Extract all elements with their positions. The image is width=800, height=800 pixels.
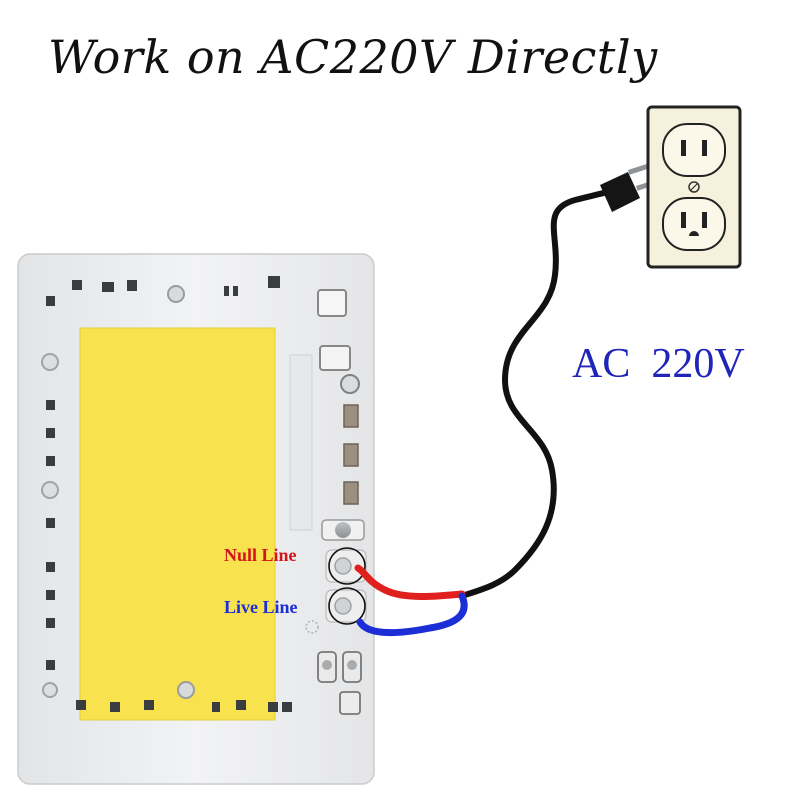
live-line-label: Live Line [224, 597, 298, 617]
live-wire [356, 592, 468, 637]
capacitor-group [317, 651, 362, 715]
driver-resistors [343, 404, 359, 505]
left-chip-column [46, 296, 55, 670]
top-chip-row [72, 276, 280, 296]
null-line-label: Null Line [224, 545, 297, 565]
null-wire [354, 564, 466, 600]
ac-voltage-label: AC 220V [572, 341, 745, 387]
power-cord [459, 187, 617, 599]
wall-outlet-icon [646, 105, 742, 269]
led-panel [79, 327, 276, 721]
null-terminal-marker [328, 547, 366, 585]
live-terminal-marker [328, 587, 366, 625]
bottom-chip-row [76, 700, 292, 712]
led-chip-board-icon [17, 253, 375, 785]
page-title: Work on AC220V Directly [48, 30, 658, 84]
